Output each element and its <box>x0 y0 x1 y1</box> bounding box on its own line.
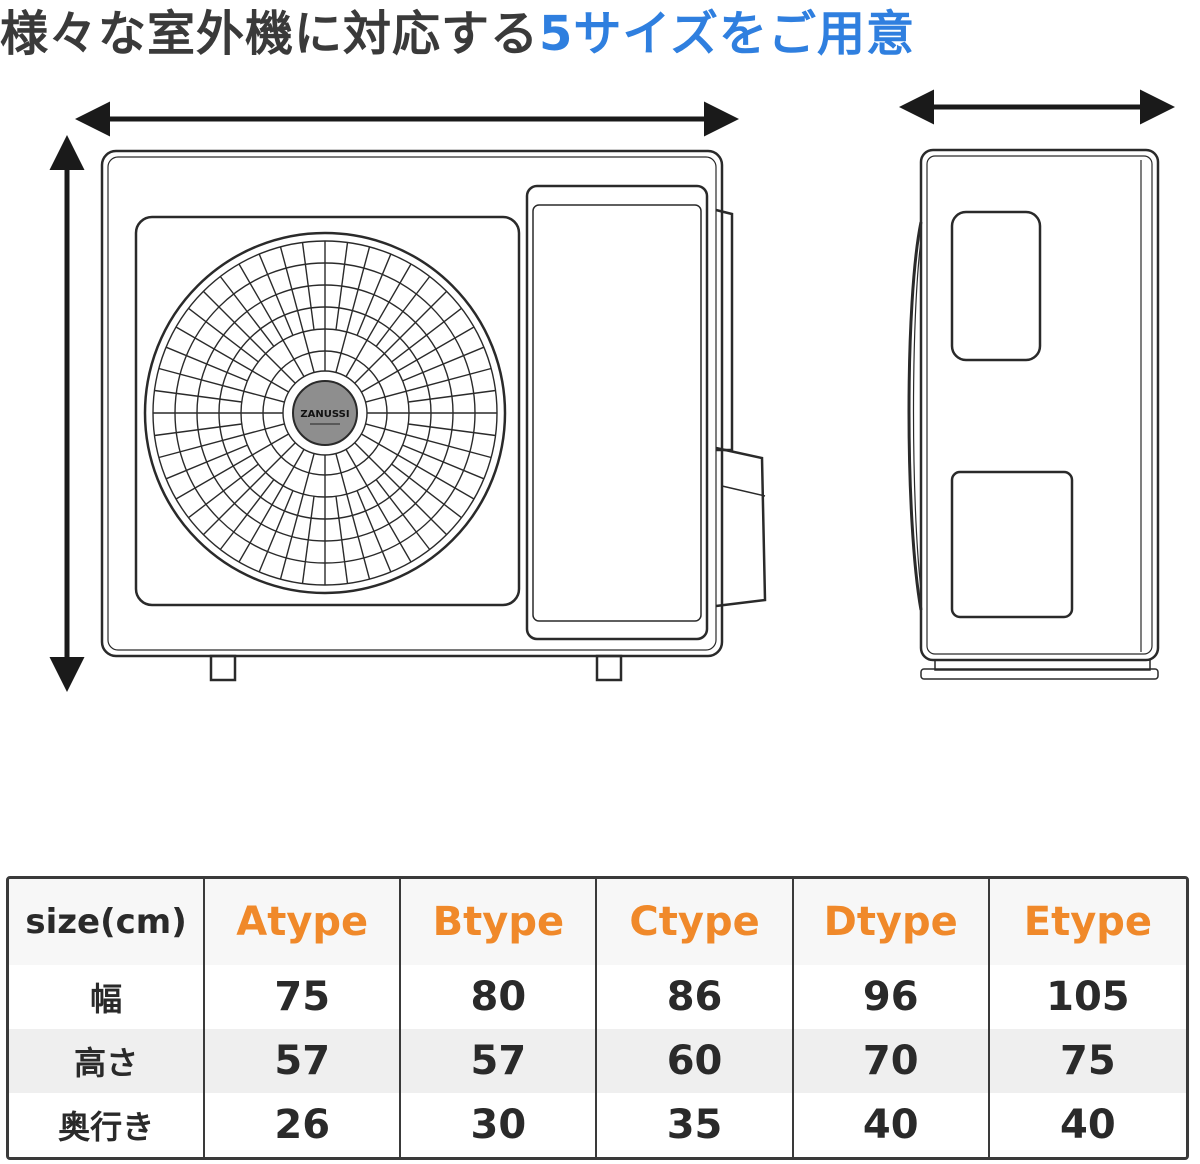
row-label: 高さ <box>9 1029 206 1093</box>
table-row: 幅 75 80 86 96 105 <box>9 965 1186 1029</box>
headline: 様々な室外機に対応する5サイズをご用意 <box>0 0 1200 70</box>
brand-logo: ZANUSSI <box>300 409 349 420</box>
side-view <box>907 148 1160 680</box>
table-cell: 86 <box>597 965 794 1029</box>
table-cell: 30 <box>401 1093 598 1157</box>
table-cell: 60 <box>597 1029 794 1093</box>
table-cell: 40 <box>989 1093 1186 1157</box>
headline-blue-part: 5サイズをご用意 <box>539 6 915 62</box>
table-cell: 35 <box>597 1093 794 1157</box>
table-cell: 96 <box>793 965 990 1029</box>
table-cell: 105 <box>989 965 1186 1029</box>
table-cell: 57 <box>205 1029 402 1093</box>
table-cell: 70 <box>793 1029 990 1093</box>
table-row: 高さ 57 57 60 70 75 <box>9 1029 1186 1093</box>
table-row: 奥行き 26 30 35 40 40 <box>9 1093 1186 1157</box>
row-label: 幅 <box>9 965 206 1029</box>
column-header: Etype <box>989 879 1186 965</box>
size-table: size(cm) Atype Btype Ctype Dtype Etype 幅… <box>6 876 1189 1160</box>
table-cell: 57 <box>401 1029 598 1093</box>
column-header: Ctype <box>597 879 794 965</box>
front-view <box>100 149 767 682</box>
table-cell: 75 <box>205 965 402 1029</box>
table-cell: 26 <box>205 1093 402 1157</box>
table-cell: 80 <box>401 965 598 1029</box>
table-header-row: size(cm) Atype Btype Ctype Dtype Etype <box>9 879 1186 965</box>
fan-hub <box>292 380 358 446</box>
column-header: Btype <box>401 879 598 965</box>
table-corner-label: size(cm) <box>9 879 206 965</box>
table-cell: 40 <box>793 1093 990 1157</box>
headline-dark-part: 様々な室外機に対応する <box>0 6 540 62</box>
column-header: Atype <box>205 879 402 965</box>
outdoor-unit-diagram: ZANUSSI <box>49 89 1175 692</box>
column-header: Dtype <box>793 879 990 965</box>
table-cell: 75 <box>989 1029 1186 1093</box>
row-label: 奥行き <box>9 1093 206 1157</box>
fan-grille <box>143 231 507 595</box>
